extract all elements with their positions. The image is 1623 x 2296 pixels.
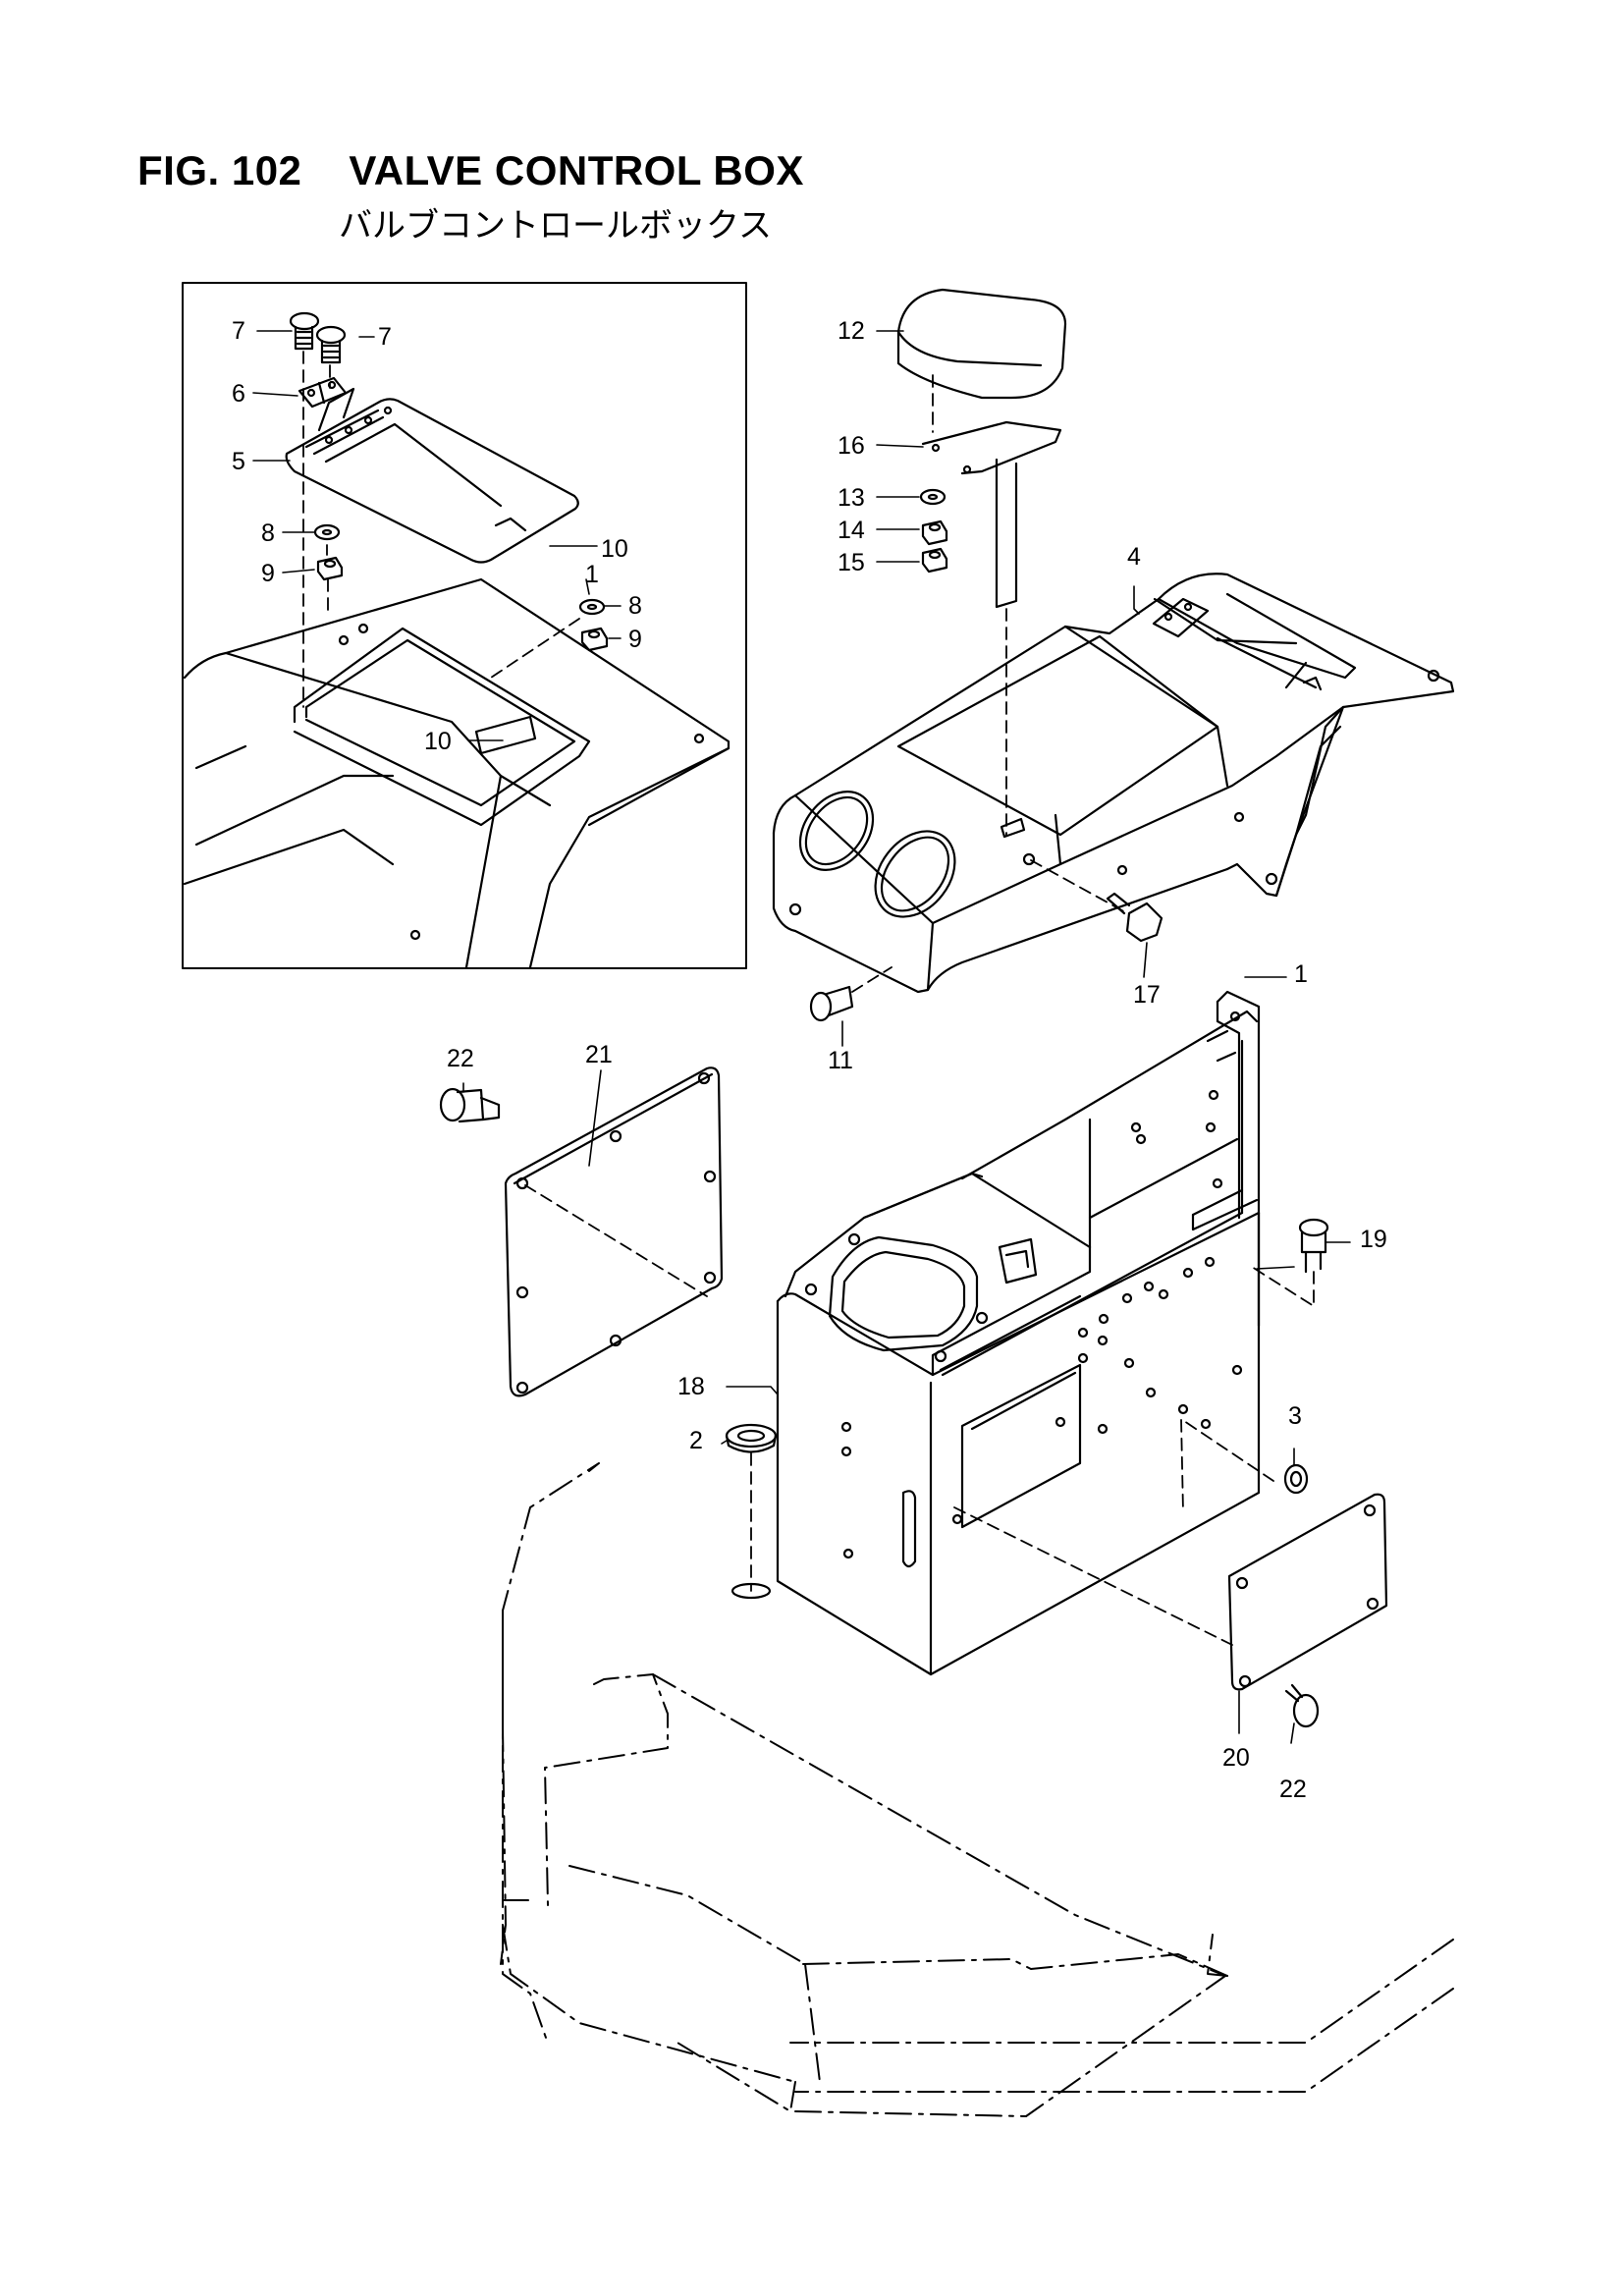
callout-17: 17 xyxy=(1133,981,1161,1009)
callout-3: 3 xyxy=(1288,1402,1302,1430)
bolt-icon xyxy=(1298,1218,1329,1274)
callout-13: 13 xyxy=(838,484,865,512)
nut-icon xyxy=(316,556,344,581)
callout-9: 9 xyxy=(628,626,642,653)
callout-6: 6 xyxy=(232,380,245,408)
side-panel-right xyxy=(1227,1493,1388,1691)
nut-icon xyxy=(921,547,948,574)
callout-5: 5 xyxy=(232,448,245,475)
callout-9: 9 xyxy=(261,560,275,587)
screw-icon xyxy=(315,325,347,364)
detail-inset-frame xyxy=(182,282,747,969)
callout-22: 22 xyxy=(1279,1776,1307,1803)
callout-1: 1 xyxy=(1294,960,1308,988)
callout-10: 10 xyxy=(601,535,628,563)
figure-header: FIG. 102 VALVE CONTROL BOX バルブコントロールボックス xyxy=(137,147,804,246)
armrest-pad xyxy=(896,288,1067,400)
callout-15: 15 xyxy=(838,549,865,576)
washer-icon xyxy=(919,488,947,506)
callout-16: 16 xyxy=(838,432,865,460)
mounting-hole xyxy=(730,1582,772,1600)
figure-number: FIG. 102 xyxy=(137,147,302,193)
callout-19: 19 xyxy=(1360,1226,1387,1253)
figure-subtitle: バルブコントロールボックス xyxy=(339,206,772,246)
nut-icon xyxy=(921,519,948,546)
console-cover xyxy=(772,573,1455,994)
screw-icon xyxy=(289,311,320,351)
valve-box-body xyxy=(776,990,1261,1676)
callout-21: 21 xyxy=(585,1041,613,1068)
callout-14: 14 xyxy=(838,517,865,544)
callout-8: 8 xyxy=(261,519,275,547)
callout-8: 8 xyxy=(628,592,642,620)
machine-frame-outline xyxy=(500,1462,1454,2117)
box-alignment-lines xyxy=(524,1184,1315,1646)
callout-22: 22 xyxy=(447,1045,474,1072)
callout-12: 12 xyxy=(838,317,865,345)
washer-icon xyxy=(313,523,341,541)
callout-11: 11 xyxy=(828,1047,853,1074)
callout-1: 1 xyxy=(585,561,599,588)
bolt-icon xyxy=(1284,1683,1320,1728)
inset-leader-lines xyxy=(252,330,622,741)
callout-20: 20 xyxy=(1222,1744,1250,1772)
callout-7: 7 xyxy=(232,317,245,345)
console-alignment-lines xyxy=(851,374,1128,993)
figure-title-line: FIG. 102 VALVE CONTROL BOX xyxy=(137,147,804,194)
callout-2: 2 xyxy=(689,1427,703,1454)
callout-labels: 7 7 6 5 8 9 10 1 8 9 10 12 16 13 14 15 4… xyxy=(232,317,1387,1803)
box-leader-lines xyxy=(462,330,1351,1744)
console-hinge xyxy=(1152,597,1210,638)
callout-4: 4 xyxy=(1127,543,1141,571)
inset-console-top xyxy=(183,577,730,969)
armrest-bracket xyxy=(921,420,1062,609)
side-panel-left xyxy=(504,1066,724,1397)
bolt-icon xyxy=(439,1087,501,1123)
inset-alignment-lines xyxy=(302,351,580,708)
figure-title: VALVE CONTROL BOX xyxy=(349,147,804,193)
callout-10: 10 xyxy=(424,728,452,755)
hinge xyxy=(298,376,348,409)
bolt-icon xyxy=(809,985,854,1022)
grommet-icon xyxy=(725,1423,778,1453)
nut-icon xyxy=(580,627,609,652)
callout-7: 7 xyxy=(378,323,392,351)
inset-cover-plate xyxy=(285,387,579,564)
washer-icon xyxy=(578,598,606,616)
grommet-icon xyxy=(1283,1463,1309,1495)
knob-icon xyxy=(1106,892,1163,943)
inset-label-plate xyxy=(474,715,537,755)
callout-18: 18 xyxy=(677,1373,705,1400)
